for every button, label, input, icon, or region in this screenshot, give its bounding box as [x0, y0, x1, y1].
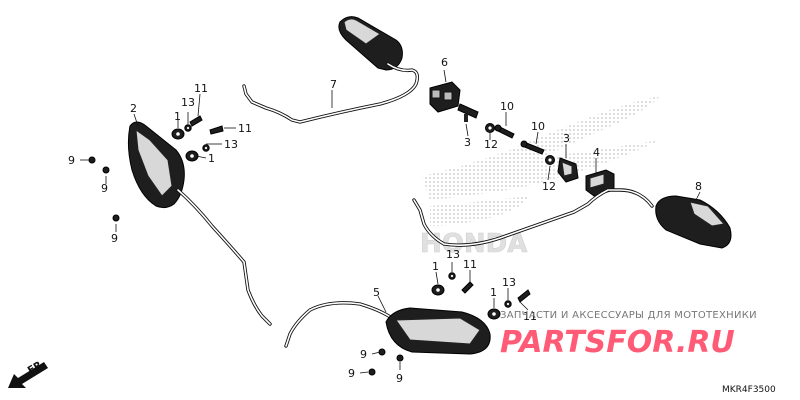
watermark-caption: ЗАПЧАСТИ И АКСЕССУАРЫ ДЛЯ МОТОТЕХНИКИ [500, 310, 757, 321]
callout-12-upper: 12 [484, 138, 498, 151]
callout-11-d: 11 [523, 310, 537, 323]
part-9-screw-c[interactable] [112, 214, 120, 222]
callout-12-lower: 12 [542, 180, 556, 193]
part-10-bolt-lower[interactable] [520, 140, 545, 155]
part-13-washer-c[interactable] [448, 272, 456, 280]
callout-11-b: 11 [238, 122, 252, 135]
part-1-grommet-d[interactable] [487, 308, 501, 320]
callout-1-b: 1 [208, 152, 215, 165]
part-11-screw-b[interactable] [209, 125, 224, 135]
part-13-washer-a[interactable] [184, 124, 192, 132]
part-9-screw-f[interactable] [368, 368, 376, 376]
part-4-connector[interactable] [585, 169, 615, 197]
part-8-front-right-turn-signal[interactable] [412, 188, 732, 249]
callout-9-a: 9 [68, 154, 75, 167]
part-13-washer-b[interactable] [202, 144, 210, 152]
honda-wing-watermark: HONDA [420, 96, 660, 259]
callout-1-d: 1 [490, 286, 497, 299]
part-13-washer-d[interactable] [504, 300, 512, 308]
callout-10-lower: 10 [531, 120, 545, 133]
callout-3-upper: 3 [464, 136, 471, 149]
callout-2: 2 [130, 102, 137, 115]
part-9-screw-b[interactable] [102, 166, 110, 174]
callout-1-c: 1 [432, 260, 439, 273]
part-7-front-left-turn-signal[interactable] [242, 16, 420, 124]
callout-3-lower: 3 [563, 132, 570, 145]
part-6-connector[interactable] [429, 81, 461, 113]
callout-9-d: 9 [360, 348, 367, 361]
callout-9-e: 9 [396, 372, 403, 385]
callout-8: 8 [695, 180, 702, 193]
front-direction-arrow: FR. [8, 358, 48, 388]
part-1-grommet-a[interactable] [171, 128, 185, 140]
part-3-clip-upper[interactable] [457, 103, 479, 122]
callout-1-a: 1 [174, 110, 181, 123]
callout-13-d: 13 [502, 276, 516, 289]
part-9-screw-e[interactable] [396, 354, 404, 362]
callout-11-c: 11 [463, 258, 477, 271]
callout-5: 5 [373, 286, 380, 299]
part-2-left-blinker-housing[interactable] [127, 121, 272, 326]
part-12-nut-upper[interactable] [485, 123, 495, 133]
part-10-bolt-upper[interactable] [494, 124, 515, 139]
callout-9-f: 9 [348, 367, 355, 380]
callout-9-b: 9 [101, 182, 108, 195]
callout-numbers: 2 7 6 3 12 10 10 3 12 4 8 5 1 13 11 11 1… [68, 56, 702, 385]
diagram-code: MKR4F3500 [722, 385, 776, 395]
callout-4: 4 [593, 146, 600, 159]
part-1-grommet-c[interactable] [431, 284, 445, 296]
part-11-screw-d[interactable] [517, 289, 531, 303]
callout-10-upper: 10 [500, 100, 514, 113]
partsfor-watermark: ЗАПЧАСТИ И АКСЕССУАРЫ ДЛЯ МОТОТЕХНИКИ PA… [500, 310, 757, 360]
leader-lines [80, 69, 701, 374]
part-3-clip-lower[interactable] [557, 157, 579, 183]
callout-9-c: 9 [111, 232, 118, 245]
callout-13-b: 13 [224, 138, 238, 151]
callout-7: 7 [330, 78, 337, 91]
part-11-screw-a[interactable] [189, 115, 203, 127]
callout-6: 6 [441, 56, 448, 69]
part-11-screw-c[interactable] [461, 281, 474, 294]
callout-13-c: 13 [446, 248, 460, 261]
callout-11-a: 11 [194, 82, 208, 95]
part-1-grommet-b[interactable] [185, 150, 199, 162]
part-12-nut-lower[interactable] [545, 155, 555, 165]
part-5-rear-turn-signal[interactable] [284, 301, 491, 355]
watermark-logo: PARTSFOR.RU [500, 325, 735, 360]
callout-13-a: 13 [181, 96, 195, 109]
